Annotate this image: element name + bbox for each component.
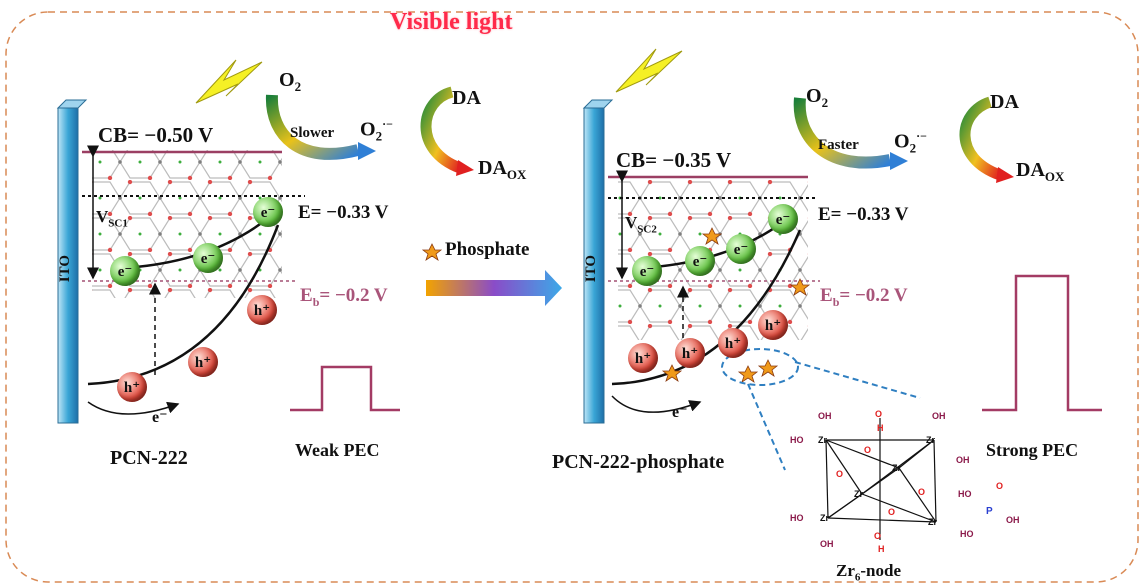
daox-label-left: DAOX <box>478 157 527 182</box>
cb-label-right: CB= −0.35 V <box>616 148 732 172</box>
phosphate-hydroxyl: OH <box>1006 515 1020 525</box>
oxygen: O <box>875 409 883 419</box>
o2-label-right: O2 <box>806 85 829 110</box>
hole-particle: h⁺ <box>247 295 277 325</box>
da-curved-arrow-right <box>959 96 1003 181</box>
dashed-border <box>5 11 1139 583</box>
da-label-right: DA <box>990 91 1019 113</box>
weak-pec-signal <box>290 365 400 412</box>
zr-atom: Zr <box>854 489 863 499</box>
zr-atom: Zr <box>926 435 935 445</box>
rate-label-right: Faster <box>818 137 859 153</box>
hydrogen: H <box>878 544 885 554</box>
da-label-left: DA <box>452 87 481 109</box>
superoxide-label-left: O2·− <box>360 117 393 144</box>
zr6-node-structure <box>825 418 937 540</box>
hydroxyl: HO <box>790 435 804 445</box>
o2-curved-arrow-left <box>265 94 360 160</box>
electron-particle: e⁻ <box>632 256 662 286</box>
cb-label-left: CB= −0.50 V <box>98 123 214 147</box>
electron-particle: e⁻ <box>685 246 715 276</box>
hydroxyl: OH <box>820 539 834 549</box>
hydrogen: H <box>877 423 884 433</box>
electron-return-arrow-right <box>611 395 702 413</box>
callout-ellipse <box>721 348 799 386</box>
pec-label-left: Weak PEC <box>295 440 380 460</box>
oxygen: O <box>918 487 926 497</box>
hydroxyl: OH <box>932 411 946 421</box>
vsc-label-left: VSC1 <box>96 207 128 230</box>
hole-particle: h⁺ <box>758 310 788 340</box>
o2-curved-arrow-right <box>793 97 892 169</box>
phosphate-hydroxyl: HO <box>958 489 972 499</box>
phosphorus-atom: P <box>986 506 993 517</box>
phosphate-hydroxyl: HO <box>960 529 974 539</box>
eb-label-right: Eb= −0.2 V <box>820 285 908 309</box>
oxygen: O <box>864 445 872 455</box>
phosphate-arrow <box>421 243 562 306</box>
hydroxyl: HO <box>790 513 804 523</box>
oxygen: O <box>888 507 896 517</box>
hydroxyl: OH <box>956 455 970 465</box>
electron-particle: e⁻ <box>193 243 223 273</box>
phosphate-star-icon <box>421 243 443 261</box>
hole-particle: h⁺ <box>675 338 705 368</box>
hole-particle: h⁺ <box>628 343 658 373</box>
electron-particle: e⁻ <box>768 204 798 234</box>
phosphate-markers <box>661 227 811 383</box>
electron-particle: e⁻ <box>253 197 283 227</box>
phosphate-label: Phosphate <box>445 239 530 260</box>
oxygen: O <box>874 531 882 541</box>
o2-label-left: O2 <box>279 69 302 94</box>
zr6-node-label: Zr6-node <box>836 561 902 584</box>
pec-label-right: Strong PEC <box>986 440 1079 460</box>
right-panel <box>582 48 1102 471</box>
material-label-left: PCN-222 <box>110 447 188 469</box>
electron-transfer-label-left: e⁻ <box>152 409 168 426</box>
phosphate-transform-arrow <box>426 270 562 306</box>
material-label-right: PCN-222-phosphate <box>552 451 725 473</box>
da-curved-arrow-left <box>420 86 463 174</box>
title: Visible light <box>390 9 513 35</box>
hydroxyl: OH <box>818 411 832 421</box>
strong-pec-signal <box>982 274 1102 412</box>
rate-label-left: Slower <box>290 125 335 141</box>
electron-particle: e⁻ <box>726 234 756 264</box>
hole-particle: h⁺ <box>117 372 147 402</box>
zr-atom: Zr <box>928 517 937 527</box>
vsc-label-right: VSC2 <box>625 213 657 236</box>
zr-atom: Zr <box>818 435 827 445</box>
hole-particle: h⁺ <box>718 328 748 358</box>
zr-atom: Zr <box>892 463 901 473</box>
electron-return-arrow-left <box>87 401 180 415</box>
fermi-label-right: E= −0.33 V <box>818 204 909 225</box>
zr-atom: Zr <box>820 513 829 523</box>
superoxide-label-right: O2·− <box>894 129 927 156</box>
daox-label-right: DAOX <box>1016 159 1065 184</box>
eb-label-left: Eb= −0.2 V <box>300 285 388 309</box>
left-panel <box>56 59 474 424</box>
lightning-icon-left <box>195 59 263 104</box>
ito-label-right: ITO <box>583 255 599 283</box>
lightning-icon-right <box>615 48 683 93</box>
fermi-label-left: E= −0.33 V <box>298 202 389 223</box>
electron-transfer-label-right: e⁻ <box>672 404 688 421</box>
oxygen: O <box>836 469 844 479</box>
ito-label-left: ITO <box>57 255 73 283</box>
hole-particle: h⁺ <box>188 347 218 377</box>
phosphate-oxygen: O <box>996 481 1004 491</box>
electron-particle: e⁻ <box>110 256 140 286</box>
